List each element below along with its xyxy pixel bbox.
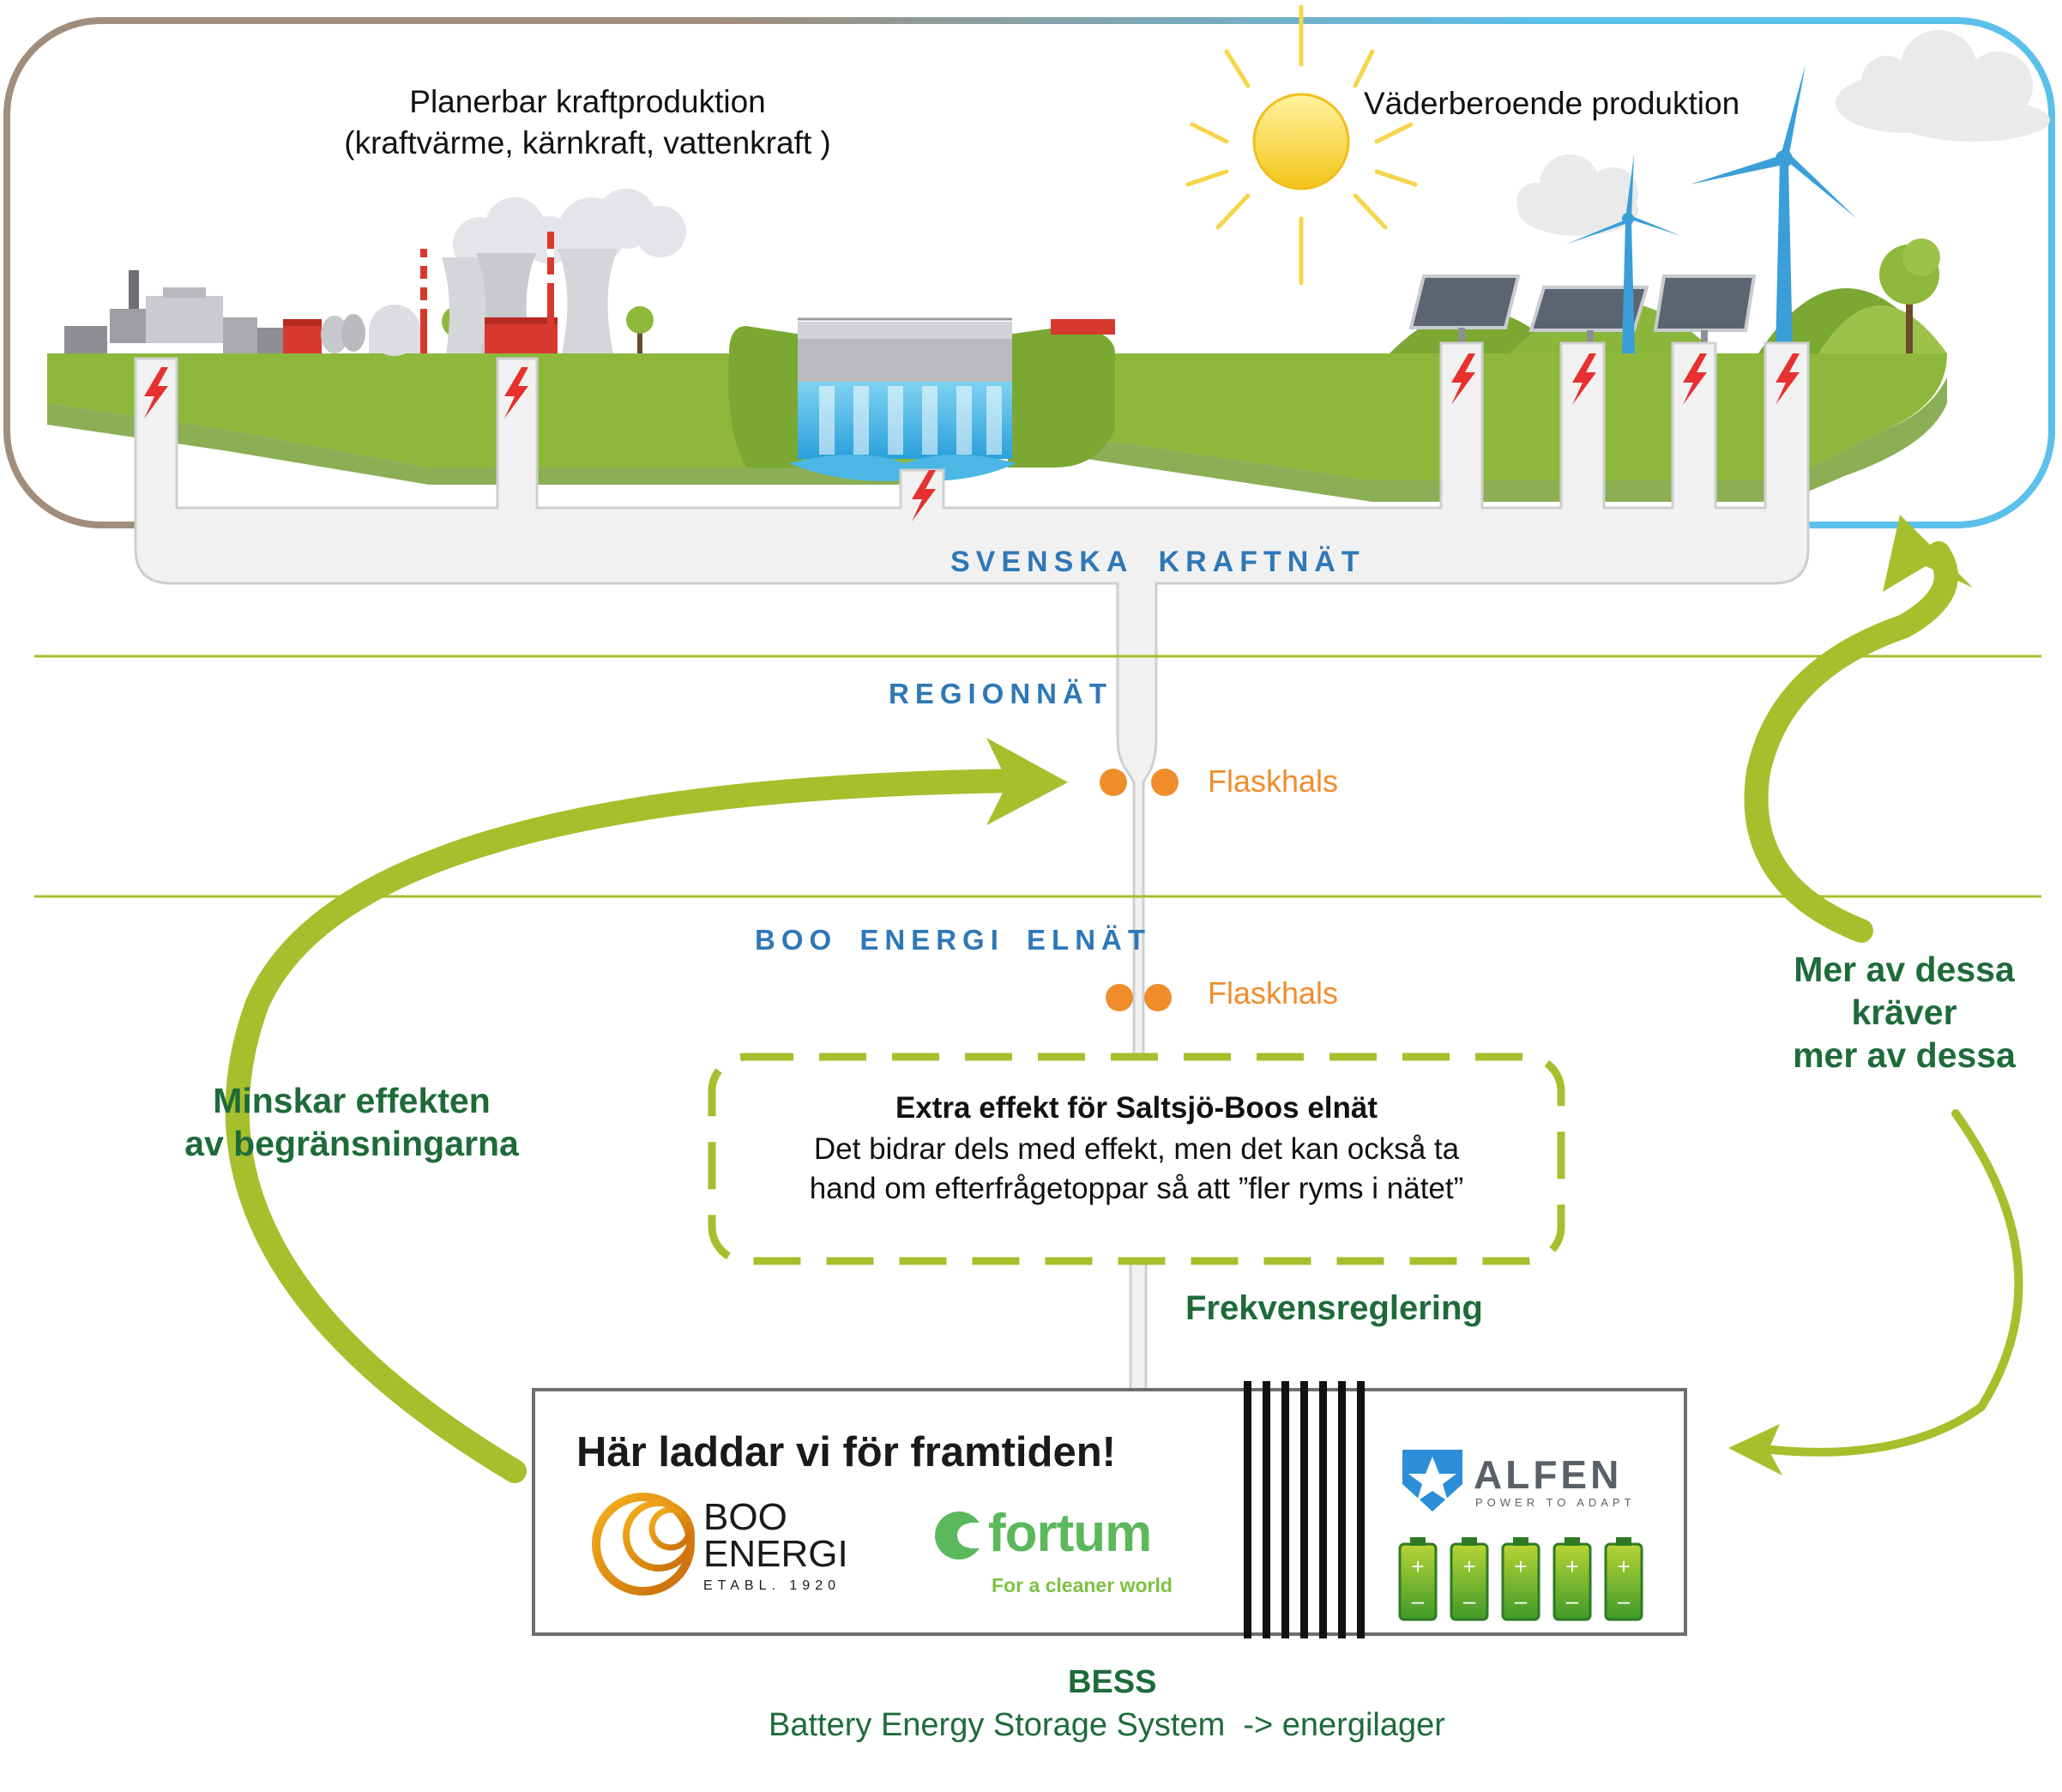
battery-icon: + –	[1450, 1537, 1489, 1621]
bottleneck-marker	[1106, 984, 1172, 1011]
boo-energi-elnat-label: BOO ENERGI ELNÄT	[755, 924, 1152, 956]
boo-energi-wordmark: BOO ENERGI ETABL. 1920	[703, 1499, 848, 1594]
power-plant-icon	[64, 232, 618, 356]
right-note-line1: Mer av dessa	[1794, 950, 2015, 989]
svg-text:–: –	[1515, 1588, 1528, 1614]
left-arrow-note: Minskar effekten av begränsningarna	[137, 1079, 566, 1165]
svg-text:–: –	[1412, 1588, 1425, 1614]
right-down-arrow	[1728, 1109, 2023, 1475]
bottleneck-label-1: Flaskhals	[1208, 763, 1339, 799]
bess-title: BESS	[1068, 1664, 1157, 1700]
alfen-logo-icon	[1402, 1450, 1462, 1511]
sun-icon	[1185, 4, 1418, 286]
bess-subtitle: Battery Energy Storage System -> energil…	[769, 1707, 1445, 1743]
battery-icon: + –	[1398, 1537, 1438, 1621]
battery-icon: + –	[1553, 1537, 1592, 1621]
wind-turbine-icon	[1565, 154, 1681, 353]
cloud-icon	[1516, 154, 1638, 236]
extra-capacity-line2: hand om efterfrågetoppar så att ”fler ry…	[809, 1172, 1464, 1205]
svg-text:+: +	[1514, 1554, 1527, 1579]
wind-turbine-icon	[1690, 64, 1857, 353]
extra-capacity-text: Extra effekt för Saltsjö-Boos elnät Det …	[738, 1091, 1535, 1206]
regionnat-label: REGIONNÄT	[889, 678, 1112, 709]
right-note-line2: kräver	[1851, 993, 1957, 1032]
lightning-icon	[144, 353, 1800, 522]
svg-text:+: +	[1411, 1554, 1424, 1579]
svg-text:+: +	[1565, 1554, 1578, 1579]
fortum-tagline: For a cleaner world	[992, 1574, 1173, 1596]
bottleneck-marker	[1100, 769, 1179, 796]
dispatchable-subtitle: (kraftvärme, kärnkraft, vattenkraft )	[344, 125, 831, 160]
svenska-kraftnat-label: SVENSKA KRAFTNÄT	[950, 546, 1366, 578]
weather-production-title: Väderberoende produktion	[1364, 86, 1740, 121]
battery-icon: + –	[1604, 1537, 1643, 1621]
svg-text:+: +	[1617, 1554, 1630, 1579]
alfen-tagline: POWER TO ADAPT	[1475, 1496, 1636, 1509]
right-up-arrow	[1744, 515, 1973, 943]
boo-tagline: ETABL. 1920	[703, 1578, 841, 1593]
left-curved-arrow	[225, 738, 1068, 1483]
bottleneck-label-2: Flaskhals	[1208, 975, 1339, 1011]
svg-text:–: –	[1463, 1588, 1476, 1614]
extra-capacity-title: Extra effekt för Saltsjö-Boos elnät	[895, 1091, 1378, 1125]
right-note-line3: mer av dessa	[1793, 1035, 2016, 1075]
grid-pipe-to-bess	[1129, 1258, 1148, 1394]
fortum-wordmark: fortum	[988, 1504, 1152, 1563]
solar-panel-icon	[1408, 275, 1521, 353]
boo-energi-logo-icon	[592, 1493, 695, 1596]
right-arrow-note: Mer av dessa kräver mer av dessa	[1758, 948, 2050, 1077]
container-ribs	[1244, 1381, 1365, 1638]
boo-line1: BOO	[703, 1496, 787, 1538]
left-note-line1: Minskar effekten	[213, 1081, 491, 1120]
alfen-wordmark: ALFEN	[1474, 1452, 1623, 1497]
extra-capacity-line1: Det bidrar dels med effekt, men det kan …	[813, 1132, 1460, 1166]
battery-icon: + –	[1501, 1537, 1540, 1621]
frequency-regulation-label: Frekvensreglering	[1185, 1289, 1483, 1327]
svg-text:+: +	[1462, 1554, 1475, 1579]
boo-line2: ENERGI	[703, 1533, 848, 1575]
svg-text:–: –	[1618, 1588, 1631, 1614]
cloud-icon	[1836, 30, 2050, 142]
bess-headline: Här laddar vi för framtiden!	[576, 1429, 1116, 1475]
svg-text:–: –	[1566, 1588, 1579, 1614]
hydro-dam-icon	[728, 317, 1115, 481]
dispatchable-production-title: Planerbar kraftproduktion (kraftvärme, k…	[317, 84, 858, 161]
fortum-logo-icon	[935, 1511, 986, 1560]
left-note-line2: av begränsningarna	[184, 1124, 519, 1163]
bess-container	[532, 1388, 1687, 1636]
dispatchable-title: Planerbar kraftproduktion	[409, 84, 766, 119]
extra-capacity-box	[708, 1053, 1565, 1265]
grid-pipes	[134, 341, 1810, 1057]
